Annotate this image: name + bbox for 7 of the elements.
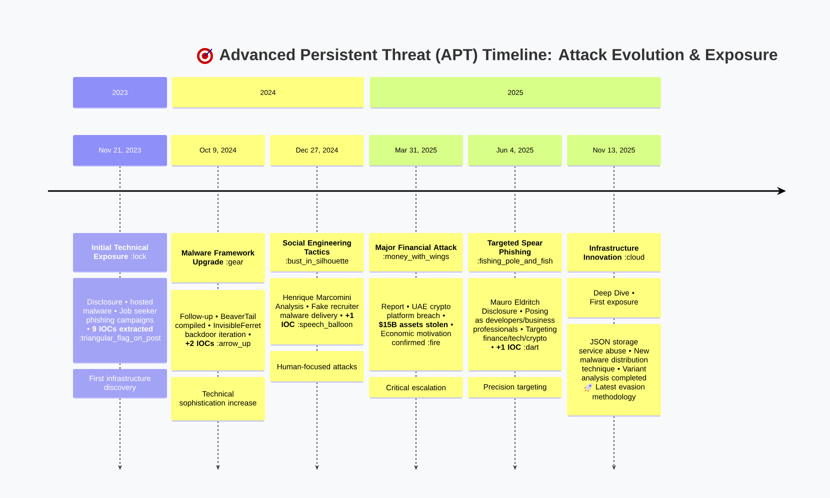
connector-line	[514, 272, 516, 278]
connector-line	[316, 166, 318, 234]
connector-line	[514, 370, 516, 378]
title: Advanced Persistent Threat (APT) Timeline: Attack Evolution & Exposure	[220, 48, 778, 64]
connector-line	[316, 272, 318, 278]
connector-line	[514, 166, 516, 234]
connector-line	[316, 344, 318, 352]
